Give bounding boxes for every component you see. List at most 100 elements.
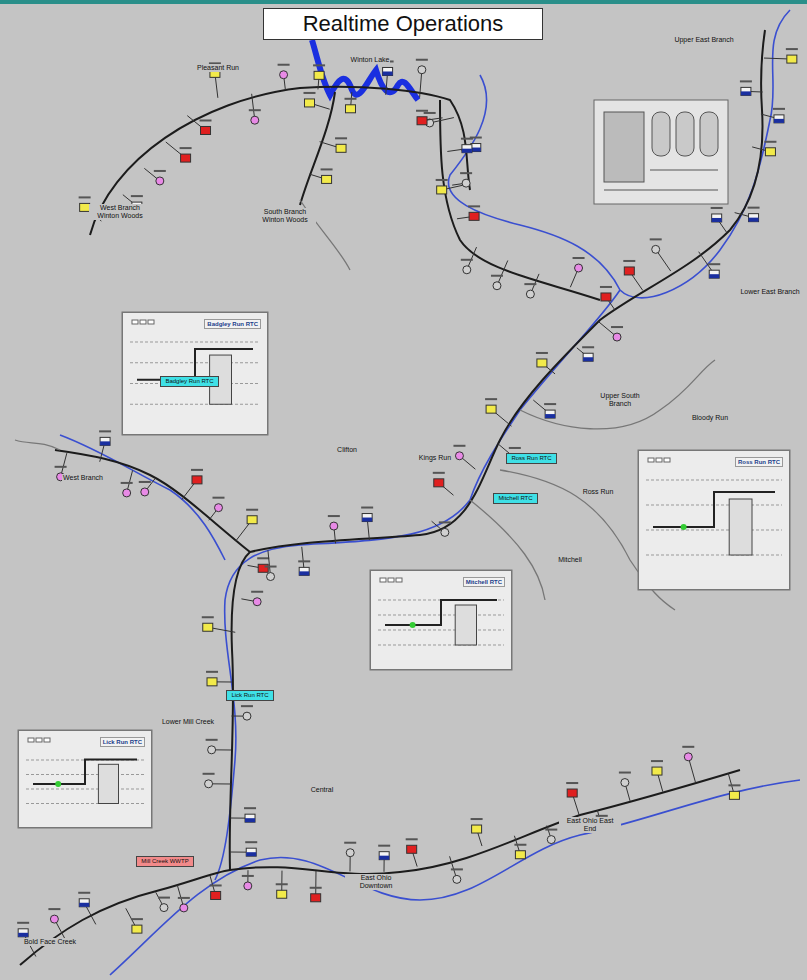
station-label-mark xyxy=(303,92,315,94)
station-tag: Lick Run RTC xyxy=(226,690,274,701)
station-label-mark xyxy=(468,205,480,207)
pipe-line xyxy=(33,759,137,784)
structure-symbol xyxy=(98,764,118,803)
station-label-mark xyxy=(17,922,29,924)
station-label-mark xyxy=(131,918,143,920)
control-panel xyxy=(604,112,644,182)
station-symbol xyxy=(583,353,593,361)
station-label-mark xyxy=(485,398,497,400)
station-label-mark xyxy=(573,257,585,259)
station-label-mark xyxy=(786,48,798,50)
indicator xyxy=(132,320,138,324)
station-label-mark xyxy=(202,616,214,618)
rtc-panel: Ross Run RTC xyxy=(638,450,790,590)
station-tag: Badgley Run RTC xyxy=(160,376,219,387)
level-line xyxy=(646,530,782,531)
station-symbol xyxy=(243,712,251,720)
level-fill xyxy=(712,218,722,222)
gate-symbol xyxy=(55,781,61,787)
station-symbol xyxy=(462,179,470,187)
station-symbol xyxy=(486,405,496,413)
level-fill xyxy=(462,149,472,153)
station-label-mark xyxy=(451,868,463,870)
station-label-mark xyxy=(345,98,357,100)
station-symbol xyxy=(545,410,555,418)
station-symbol xyxy=(463,266,471,274)
station-symbol xyxy=(493,282,501,290)
station-label-mark xyxy=(471,818,483,820)
level-fill xyxy=(79,903,89,907)
station-symbol xyxy=(601,293,611,301)
station-label-mark xyxy=(131,195,143,197)
station-label-mark xyxy=(203,773,215,775)
node-text: Ross Run RTC xyxy=(511,455,551,461)
station-label-mark xyxy=(139,481,151,483)
station-label-mark xyxy=(544,403,556,405)
area-label: East Ohio East End xyxy=(559,817,621,833)
station-symbol xyxy=(567,789,577,797)
station-symbol xyxy=(192,476,202,484)
station-symbol xyxy=(123,489,131,497)
station-symbol xyxy=(330,522,338,530)
station-symbol xyxy=(280,71,288,79)
station-symbol xyxy=(346,105,356,113)
level-fill xyxy=(362,518,372,522)
station-symbol xyxy=(267,573,275,581)
station-symbol xyxy=(207,678,217,686)
rtc-panel: Lick Run RTC xyxy=(18,730,152,828)
area-label: Central xyxy=(310,786,335,794)
station-symbol xyxy=(100,437,110,445)
station-label-mark xyxy=(298,560,310,562)
node-text: Mill Creek WWTP xyxy=(141,858,188,864)
station-symbol xyxy=(652,245,660,253)
station-symbol xyxy=(453,875,461,883)
indicator xyxy=(140,320,146,324)
station-label-mark xyxy=(79,196,91,198)
area-label: Upper East Branch xyxy=(673,36,734,44)
station-symbol xyxy=(50,915,58,923)
node-text: Badgley Run RTC xyxy=(165,378,213,384)
station-symbol xyxy=(417,117,427,125)
indicator xyxy=(36,738,42,742)
station-tag: Mitchell RTC xyxy=(493,493,538,504)
area-label: Mitchell xyxy=(557,556,583,564)
station-symbol xyxy=(304,99,314,107)
rtc-panel: Badgley Run RTC xyxy=(122,312,268,435)
level-fill xyxy=(299,571,309,575)
level-line xyxy=(378,645,504,646)
node-text: Lick Run RTC xyxy=(231,692,268,698)
station-label-mark xyxy=(249,109,261,111)
area-label: Bold Face Creek xyxy=(23,938,77,946)
area-label: South Branch Winton Woods xyxy=(254,208,316,224)
area-label: Ross Run xyxy=(582,488,615,496)
station-symbol xyxy=(314,71,324,79)
station-label-mark xyxy=(210,884,222,886)
station-symbol xyxy=(407,845,417,853)
station-symbol xyxy=(258,564,268,572)
station-label-mark xyxy=(748,207,760,209)
station-label-mark xyxy=(154,170,166,172)
level-line xyxy=(130,342,260,343)
station-label-mark xyxy=(424,112,436,114)
station-symbol xyxy=(537,359,547,367)
station-symbol xyxy=(613,333,621,341)
station-label-mark xyxy=(619,772,631,774)
station-label-mark xyxy=(406,838,418,840)
level-line xyxy=(378,630,504,631)
station-label-mark xyxy=(265,566,277,568)
indicator xyxy=(44,738,50,742)
station-symbol xyxy=(244,882,252,890)
station-label-mark xyxy=(241,705,253,707)
level-fill xyxy=(583,357,593,361)
station-symbol xyxy=(749,214,759,222)
station-symbol xyxy=(205,780,213,788)
station-label-mark xyxy=(191,469,203,471)
station-label-mark xyxy=(344,842,356,844)
station-label-mark xyxy=(545,829,557,831)
station-symbol xyxy=(774,115,784,123)
rtc-panel-ground xyxy=(18,730,152,828)
station-symbol xyxy=(379,852,389,860)
station-label-mark xyxy=(491,275,503,277)
station-label-mark xyxy=(361,507,373,509)
station-symbol xyxy=(79,899,89,907)
